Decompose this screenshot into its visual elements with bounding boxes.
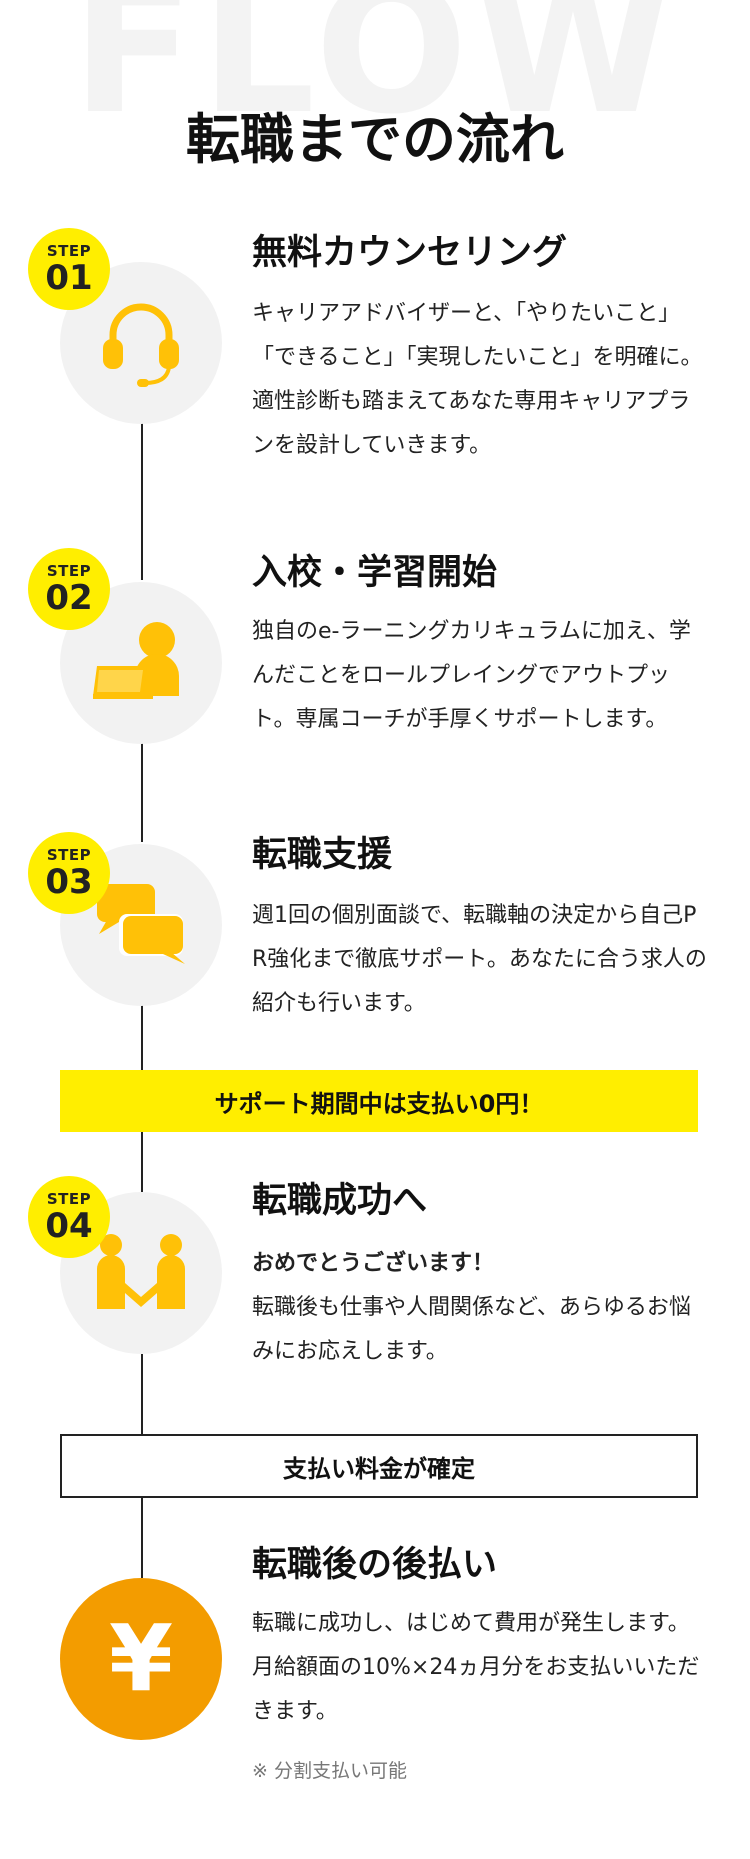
step-01-title: 無料カウンセリング xyxy=(252,233,568,273)
step-01-badge: STEP 01 xyxy=(28,228,110,310)
timeline-line xyxy=(141,1004,143,1070)
step-02-description: 独自のe-ラーニングカリキュラムに加え、学んだことをロールプレイングでアウトプッ… xyxy=(252,619,691,732)
step-label: STEP xyxy=(46,242,92,260)
step-04-description: 転職後も仕事や人間関係など、あらゆるお悩みにお応えします。 xyxy=(252,1295,691,1364)
chat-bubbles-icon xyxy=(91,878,191,972)
timeline-line xyxy=(141,742,143,842)
step-label: STEP xyxy=(46,1190,92,1208)
timeline-line xyxy=(141,1132,143,1192)
yen-icon: ¥ xyxy=(108,1605,173,1712)
step-02-title: 入校・学習開始 xyxy=(252,553,498,593)
final-title: 転職後の後払い xyxy=(252,1545,498,1585)
step-02-badge: STEP 02 xyxy=(28,548,110,630)
final-description: 転職に成功し、はじめて費用が発生します。月給額面の10%×24ヵ月分をお支払いい… xyxy=(252,1611,700,1724)
step-number: 02 xyxy=(45,578,93,618)
step-number: 01 xyxy=(45,258,93,298)
step-number: 03 xyxy=(45,862,93,902)
timeline-line xyxy=(141,420,143,580)
laptop-user-icon xyxy=(91,616,191,710)
step-04-badge: STEP 04 xyxy=(28,1176,110,1258)
step-number: 04 xyxy=(45,1206,93,1246)
timeline-line xyxy=(141,1354,143,1434)
step-03-title: 転職支援 xyxy=(252,835,393,875)
payment-fixed-box: 支払い料金が確定 xyxy=(60,1434,698,1498)
step-03-description: 週1回の個別面談で、転職軸の決定から自己PR強化まで徹底サポート。あなたに合う求… xyxy=(252,903,707,1016)
step-03-badge: STEP 03 xyxy=(28,832,110,914)
step-04-title: 転職成功へ xyxy=(252,1181,428,1221)
background-watermark-text: FLOW xyxy=(71,0,679,154)
step-label: STEP xyxy=(46,562,92,580)
step-label: STEP xyxy=(46,846,92,864)
handshake-icon xyxy=(91,1231,191,1315)
step-01-description: キャリアアドバイザーと、「やりたいこと」「できること」「実現したいこと」を明確に… xyxy=(252,301,703,458)
page-title: 転職までの流れ xyxy=(186,108,564,171)
support-free-banner: サポート期間中は支払い0円！ xyxy=(60,1070,698,1132)
headset-icon xyxy=(93,293,189,393)
yen-icon-circle: ¥ xyxy=(60,1578,222,1740)
installment-note: ※ 分割支払い可能 xyxy=(252,1760,407,1782)
timeline-line xyxy=(141,1496,143,1578)
step-04-lead: おめでとうございます！ xyxy=(252,1251,495,1276)
